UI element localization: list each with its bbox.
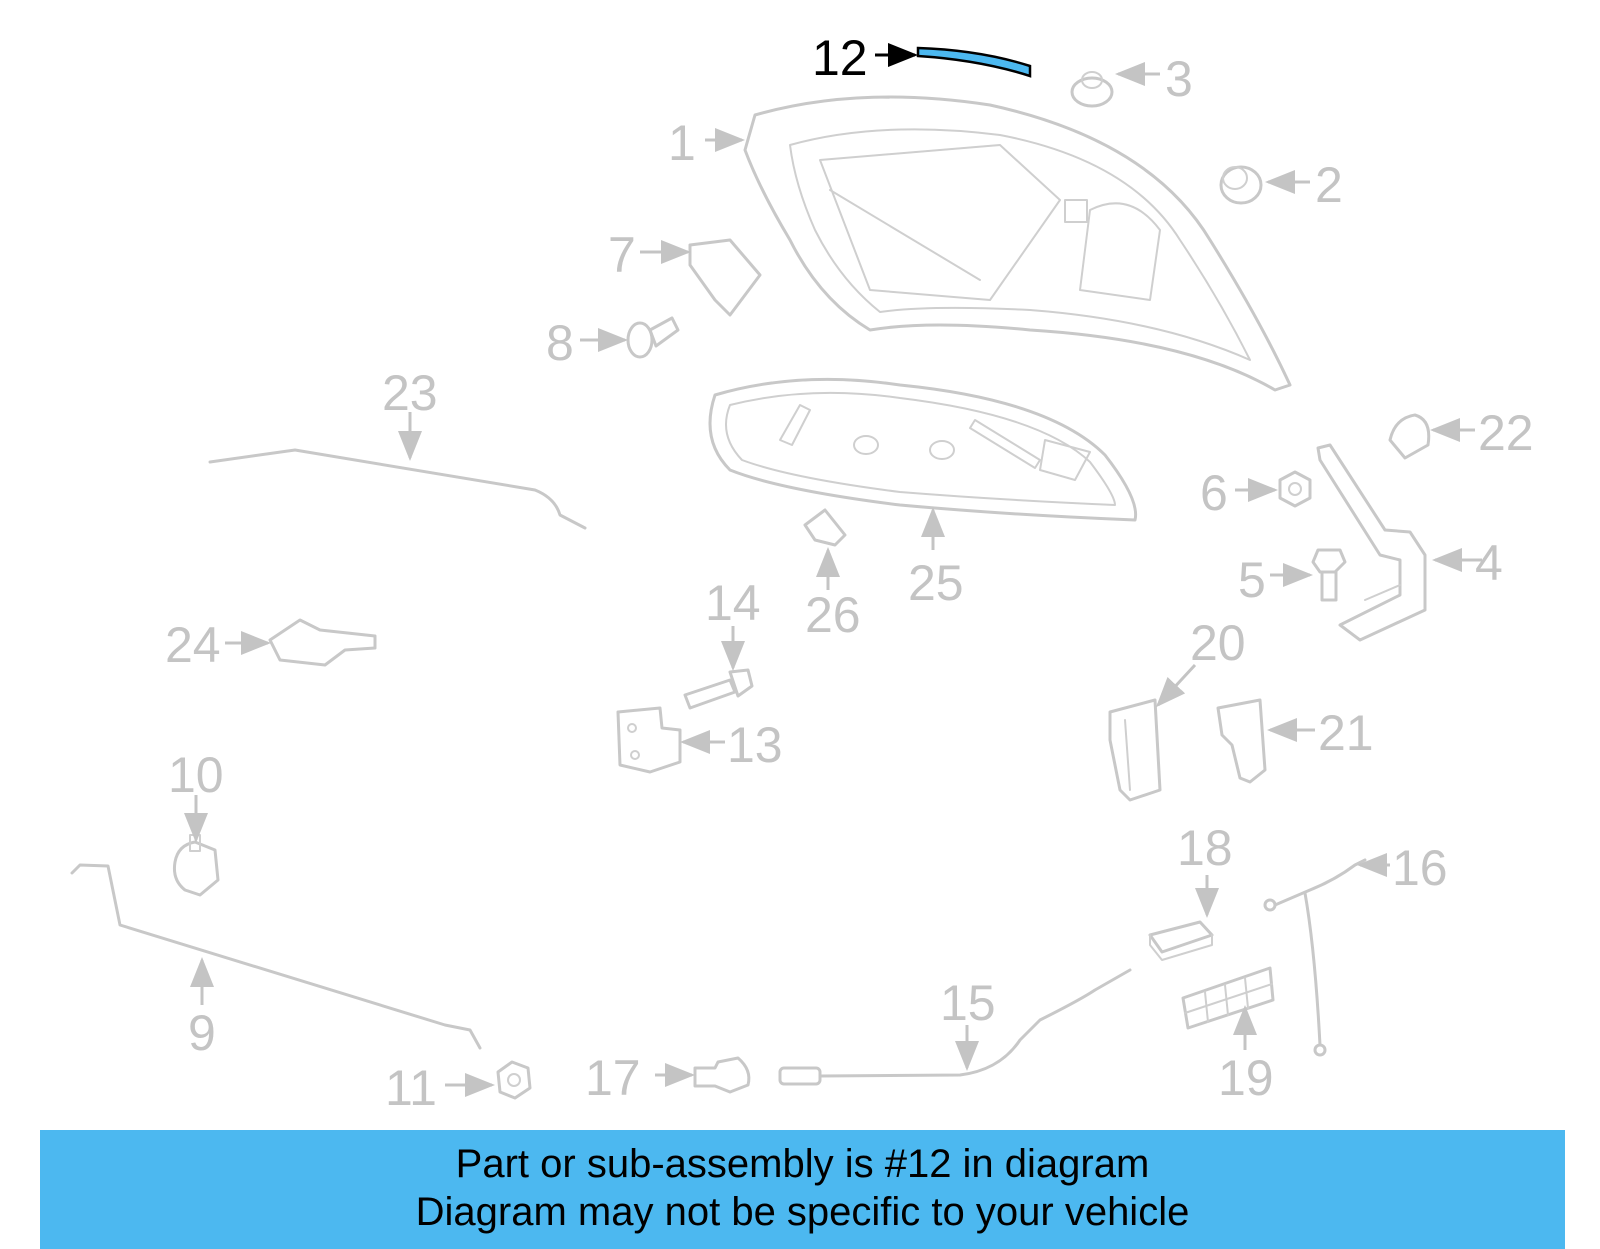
callout-14: 14 (705, 575, 761, 631)
part-23-prop-rod[interactable] (208, 448, 587, 530)
banner-line-1: Part or sub-assembly is #12 in diagram (455, 1142, 1150, 1186)
part-21-seal[interactable] (1216, 698, 1267, 784)
callout-1: 1 (668, 115, 696, 171)
callout-3: 3 (1165, 51, 1193, 107)
callout-4: 4 (1475, 535, 1503, 591)
part-4-hinge[interactable] (1316, 443, 1427, 642)
part-25-insulator[interactable] (708, 377, 1138, 522)
callout-20: 20 (1190, 615, 1246, 671)
callout-10: 10 (168, 747, 224, 803)
part-17-clip[interactable] (693, 1056, 751, 1094)
info-banner: Part or sub-assembly is #12 in diagram D… (40, 1130, 1565, 1249)
part-3-clip[interactable] (1070, 71, 1114, 108)
callout-22: 22 (1478, 405, 1534, 461)
callout-15: 15 (940, 975, 996, 1031)
callout-7: 7 (608, 227, 636, 283)
part-15-cable[interactable] (778, 968, 1132, 1086)
callout-23: 23 (382, 365, 438, 421)
callout-18: 18 (1177, 820, 1233, 876)
callout-13: 13 (727, 717, 783, 773)
callout-25: 25 (908, 555, 964, 611)
callout-arrow-20 (1155, 663, 1197, 708)
callout-9: 9 (188, 1005, 216, 1061)
callout-16: 16 (1392, 840, 1448, 896)
part-14-bolt[interactable] (683, 668, 754, 710)
part-5-bolt[interactable] (1311, 548, 1347, 602)
part-8-push-pin[interactable] (626, 316, 680, 359)
part-22-cap[interactable] (1388, 413, 1431, 460)
part-10-clip[interactable] (173, 834, 220, 897)
part-19-grille[interactable] (1181, 966, 1275, 1030)
callout-24: 24 (165, 617, 221, 673)
part-18-pad[interactable] (1148, 920, 1214, 961)
part-20-seal[interactable] (1108, 698, 1162, 802)
callout-6: 6 (1200, 465, 1228, 521)
part-13-latch[interactable] (616, 706, 682, 774)
callout-8: 8 (546, 315, 574, 371)
banner-line-2: Diagram may not be specific to your vehi… (415, 1190, 1190, 1234)
part-26-retainer[interactable] (803, 508, 847, 547)
callout-21: 21 (1318, 705, 1374, 761)
callout-2: 2 (1315, 157, 1343, 213)
callout-17: 17 (585, 1050, 641, 1106)
part-7-bracket[interactable] (688, 238, 762, 317)
callout-5: 5 (1238, 552, 1266, 608)
part-6-nut[interactable] (1278, 470, 1312, 508)
callout-26: 26 (805, 587, 861, 643)
callout-19: 19 (1218, 1050, 1274, 1106)
part-24-bracket[interactable] (268, 618, 377, 667)
part-11-nut[interactable] (496, 1060, 532, 1100)
callout-11: 11 (385, 1060, 437, 1116)
part-1-hood[interactable] (743, 95, 1292, 392)
part-16-handle[interactable] (1263, 858, 1367, 1057)
part-9-rod[interactable] (70, 863, 482, 1050)
part-12-weatherstrip[interactable] (916, 46, 1032, 78)
part-2-bumper[interactable] (1219, 165, 1263, 205)
callout-12: 12 (812, 30, 868, 86)
